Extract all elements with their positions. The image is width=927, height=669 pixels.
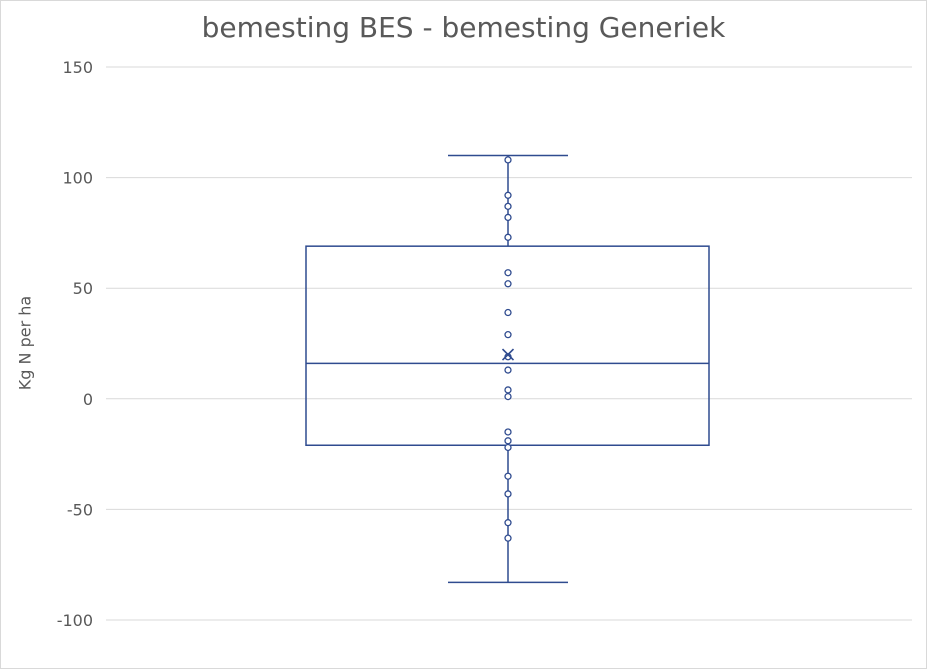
data-point <box>504 233 512 241</box>
y-tick-label: 0 <box>83 390 93 409</box>
data-point <box>504 437 512 445</box>
data-point <box>504 213 512 222</box>
data-point <box>504 202 512 211</box>
data-point <box>504 280 512 288</box>
data-point <box>504 472 512 480</box>
data-point <box>504 443 512 452</box>
data-point <box>504 519 512 527</box>
data-point <box>504 386 512 394</box>
data-point <box>504 331 512 339</box>
data-point <box>504 366 512 374</box>
data-point <box>504 191 512 199</box>
y-tick-label: -100 <box>57 611 93 630</box>
mean-marker <box>501 348 515 361</box>
data-point <box>504 534 512 542</box>
chart-title: bemesting BES - bemesting Generiek <box>201 11 726 44</box>
mean-marker-stroke <box>501 348 515 361</box>
data-point <box>504 156 512 164</box>
y-tick-label: -50 <box>67 500 93 519</box>
data-point <box>504 428 512 436</box>
data-point <box>504 392 512 401</box>
data-point <box>504 490 512 498</box>
data-point <box>504 269 512 277</box>
y-tick-label: 100 <box>62 169 93 188</box>
y-tick-label: 50 <box>73 279 93 298</box>
y-tick-label: 150 <box>62 58 93 77</box>
data-point <box>504 308 512 317</box>
